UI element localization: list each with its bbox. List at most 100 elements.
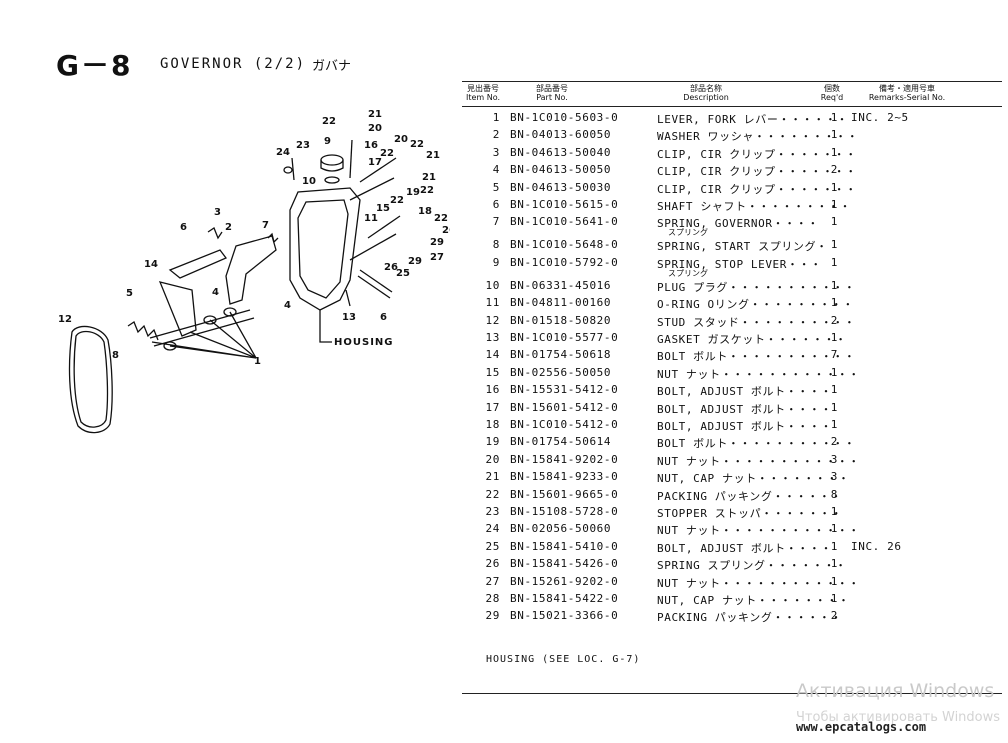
quantity: 1: [830, 400, 838, 414]
washer: [223, 307, 237, 317]
table-bottom-rule: [462, 693, 1002, 694]
quantity: 1: [830, 331, 838, 344]
quantity: 1: [830, 128, 838, 142]
housing-footnote: HOUSING (SEE LOC. G-7): [486, 654, 641, 665]
part-description: BOLT ボルト・・・・・・・・・・・: [657, 437, 856, 451]
part-description-jp: スプリング: [668, 228, 708, 238]
callout-23: 23: [296, 140, 310, 151]
callout-21: 21: [422, 172, 436, 183]
quantity: 1: [830, 255, 838, 269]
item-number: 11: [485, 296, 500, 310]
start-spring: [207, 227, 223, 240]
quantity: 2: [830, 163, 838, 177]
callout-12: 11: [364, 213, 378, 224]
quantity: 1: [830, 522, 838, 536]
callout-20: 20: [368, 123, 382, 134]
part-description: WASHER ワッシャ・・・・・・・・・: [657, 130, 859, 144]
item-number: 13: [485, 331, 500, 344]
part-number: BN-04613-50040: [510, 145, 612, 159]
quantity: 1: [830, 418, 838, 431]
part-number: BN-02556-50050: [510, 365, 612, 379]
part-description: LEVER, FORK レバー・・・・・・: [657, 113, 849, 126]
part-number: BN-06331-45016: [510, 278, 612, 292]
table-header-rule: [462, 106, 1002, 107]
callout-3: 3: [214, 207, 221, 218]
quantity: 1: [830, 238, 838, 252]
bolt: [345, 289, 351, 307]
adjust-bolt: [359, 157, 397, 183]
item-number: 15: [485, 365, 500, 379]
part-description: SHAFT シャフト・・・・・・・・・: [657, 200, 852, 213]
site-watermark: www.epcatalogs.com: [796, 720, 927, 734]
item-number: 16: [485, 383, 500, 397]
lever-fork: [168, 249, 228, 279]
item-number: 3: [492, 145, 500, 159]
callout-22: 22: [380, 148, 394, 159]
callout-14: 13: [342, 312, 356, 323]
quantity: 1: [830, 383, 838, 397]
callout-13: 12: [58, 314, 72, 325]
lever-shaft: [153, 317, 255, 347]
item-number: 5: [492, 180, 500, 194]
callout-25: 25: [396, 268, 410, 279]
item-number: 4: [492, 163, 500, 177]
housing-inner: [297, 199, 349, 299]
quantity: 1: [830, 180, 838, 194]
part-number: BN-01754-50618: [510, 348, 612, 362]
callout-6: 6: [380, 312, 387, 323]
callout-22: 22: [410, 139, 424, 150]
item-number: 10: [485, 278, 500, 292]
part-description: BOLT, ADJUST ボルト・・・・: [657, 402, 833, 416]
quantity: 1: [830, 539, 838, 553]
item-number: 29: [485, 609, 500, 623]
part-number: BN-04613-50030: [510, 180, 612, 194]
exploded-parts-diagram: 21 20 22 16 9 10 23 24 20 22 22 21 17 21…: [58, 109, 450, 434]
quantity: 2: [830, 435, 838, 449]
gasket-outline: [68, 325, 113, 434]
o-ring: [324, 176, 340, 184]
part-description: NUT ナット・・・・・・・・・・・・: [657, 524, 860, 538]
adjust-bolt: [349, 177, 395, 201]
table-top-rule: [462, 81, 1002, 82]
remarks: INC. 2~5: [851, 111, 909, 124]
quantity: 1: [830, 215, 838, 229]
part-description: SPRING スプリング・・・・・・・: [657, 559, 847, 573]
callout-28: 26: [442, 225, 450, 236]
callout-20: 20: [394, 134, 408, 145]
part-description: NUT, CAP ナット・・・・・・・・: [657, 472, 850, 486]
part-description: BOLT, ADJUST ボルト・・・・: [657, 420, 833, 433]
quantity: 1: [830, 278, 838, 292]
governor-spring: [127, 321, 159, 341]
callout-21: 21: [426, 150, 440, 161]
callout-24: 24: [276, 147, 290, 158]
gasket-inner-outline: [73, 330, 109, 428]
part-description: CLIP, CIR クリップ・・・・・・・: [657, 165, 857, 179]
part-description: NUT ナット・・・・・・・・・・・・: [657, 367, 860, 381]
quantity: 1: [830, 592, 838, 605]
item-number: 25: [485, 539, 500, 553]
callout-21: 21: [368, 109, 382, 120]
item-number: 26: [485, 557, 500, 571]
housing-label: HOUSING: [334, 337, 394, 348]
callout-22: 22: [420, 185, 434, 196]
callout-22: 22: [434, 213, 448, 224]
plug: [320, 154, 344, 166]
item-number: 12: [485, 313, 500, 327]
part-number: BN-1C010-5577-0: [510, 331, 619, 344]
callout-17: 16: [364, 140, 378, 151]
part-number: BN-1C010-5792-0: [510, 255, 619, 269]
item-number: 18: [485, 418, 500, 431]
